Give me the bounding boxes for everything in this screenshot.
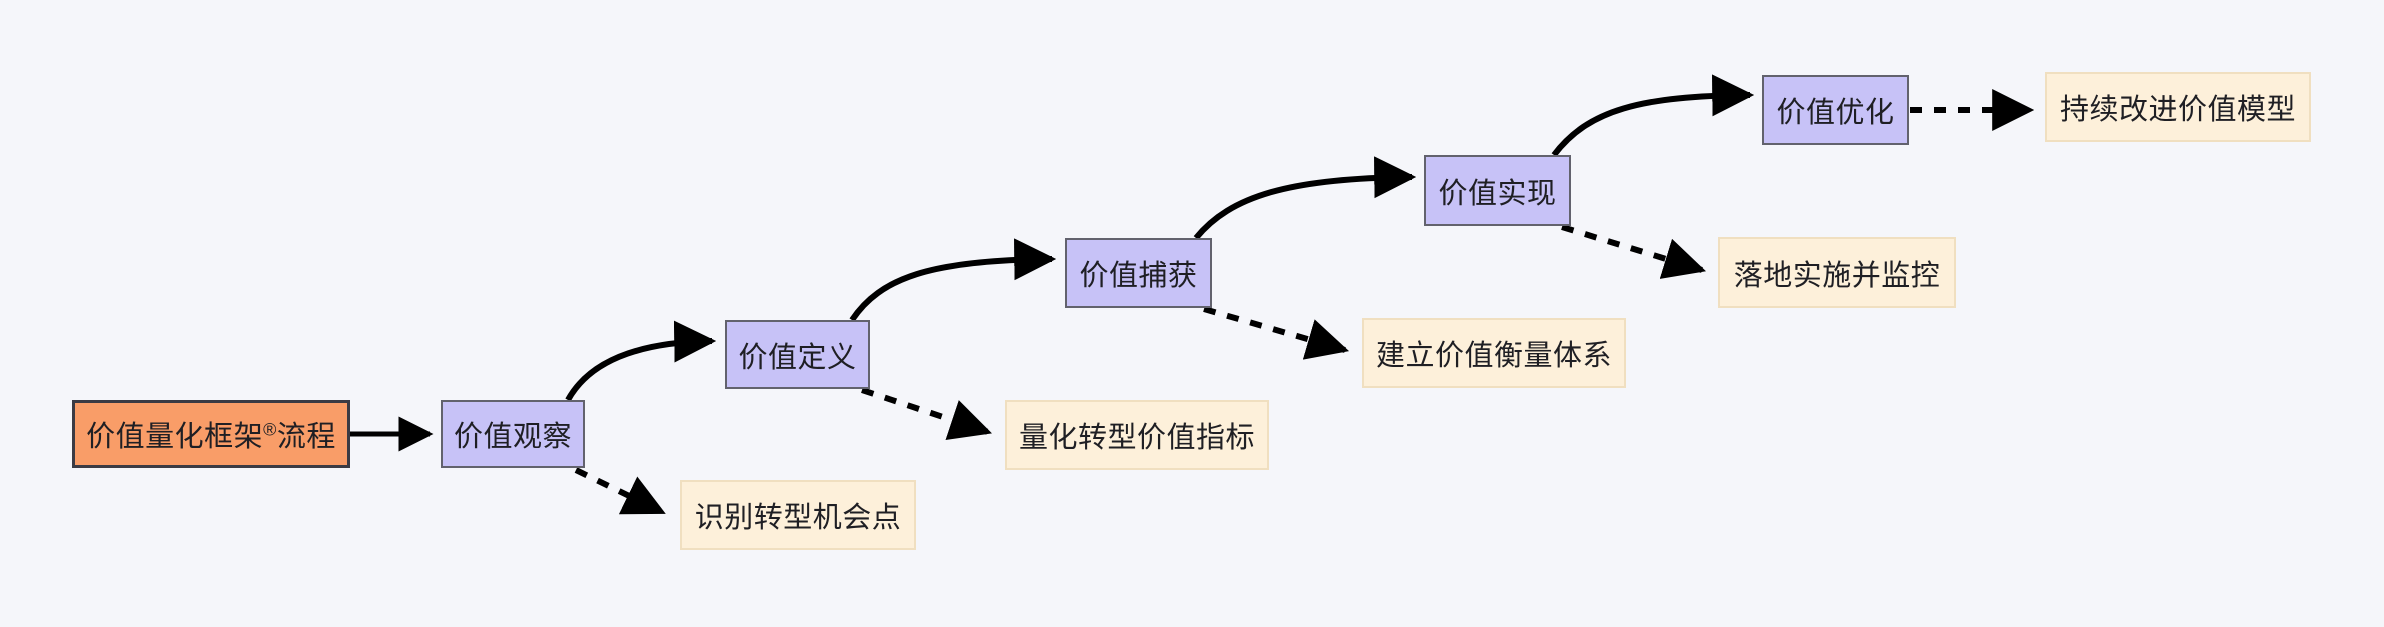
node-stage-value-optimization[interactable]: 价值优化 bbox=[1762, 75, 1909, 145]
node-label: 价值优化 bbox=[1776, 97, 1895, 129]
node-output-quantify-metrics[interactable]: 量化转型价值指标 bbox=[1005, 400, 1269, 470]
node-label: 识别转型机会点 bbox=[694, 502, 902, 534]
node-stage-value-definition[interactable]: 价值定义 bbox=[725, 320, 870, 389]
edge-stage2-to-out2 bbox=[861, 387, 992, 440]
node-label: 建立价值衡量体系 bbox=[1375, 340, 1612, 372]
node-start-label: 价值量化框架®流程 bbox=[86, 419, 336, 453]
edge-stage1-to-stage2 bbox=[565, 320, 717, 402]
node-label: 价值观察 bbox=[453, 421, 572, 453]
edge-stage4-to-stage5 bbox=[1551, 74, 1755, 157]
registered-mark: ® bbox=[263, 419, 277, 440]
node-label: 持续改进价值模型 bbox=[2059, 94, 2296, 126]
edge-stage3-to-out3 bbox=[1203, 306, 1350, 360]
node-output-measurement-system[interactable]: 建立价值衡量体系 bbox=[1362, 318, 1626, 388]
node-label: 量化转型价值指标 bbox=[1018, 422, 1255, 454]
node-stage-value-observation[interactable]: 价值观察 bbox=[441, 400, 585, 468]
node-label: 价值实现 bbox=[1438, 177, 1557, 210]
node-output-continuous-improvement[interactable]: 持续改进价值模型 bbox=[2045, 72, 2311, 142]
edge-stage3-to-stage4 bbox=[1193, 156, 1417, 240]
edge-stage2-to-stage3 bbox=[849, 238, 1057, 322]
node-start[interactable]: 价值量化框架®流程 bbox=[72, 400, 350, 468]
node-output-identify-opportunities[interactable]: 识别转型机会点 bbox=[680, 480, 916, 550]
node-label: 价值捕获 bbox=[1079, 260, 1198, 292]
edge-stage4-to-out4 bbox=[1561, 224, 1707, 279]
node-stage-value-realization[interactable]: 价值实现 bbox=[1424, 155, 1571, 226]
node-output-implement-monitor[interactable]: 落地实施并监控 bbox=[1718, 237, 1956, 308]
node-stage-value-capture[interactable]: 价值捕获 bbox=[1065, 238, 1212, 308]
edge-stage1-to-out1 bbox=[574, 467, 666, 515]
node-label: 价值定义 bbox=[738, 341, 857, 374]
node-label: 落地实施并监控 bbox=[1733, 259, 1941, 292]
